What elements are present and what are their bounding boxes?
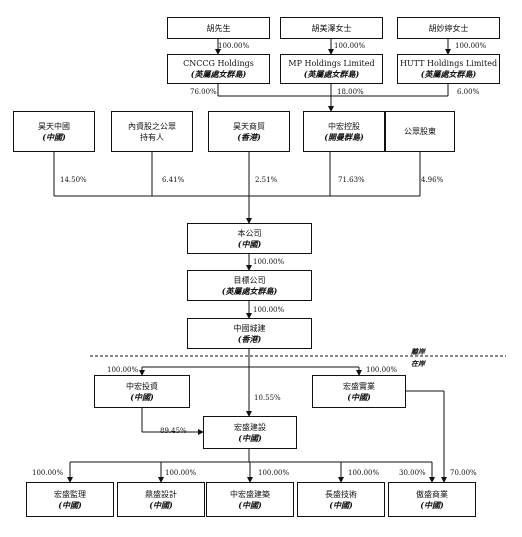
entity-name: 中宏控股 <box>328 121 360 131</box>
entity-box-haotian-trade: 昊天商貿(香港) <box>208 111 290 152</box>
entity-box-hs-supervision: 宏盛監理(中國) <box>26 482 114 517</box>
onshore-tag: 在岸 <box>411 359 425 368</box>
entity-box-haotian-cn: 昊天中國(中國) <box>13 111 95 152</box>
entity-jurisdiction: (中國) <box>237 238 262 249</box>
entity-box-hutt: HUTT Holdings Limited(英屬處女群島) <box>397 54 500 84</box>
entity-name: 內資股之公眾 <box>128 121 176 131</box>
entity-name: 公眾股東 <box>404 127 436 136</box>
pct-target-city: 100.00% <box>253 306 285 314</box>
entity-jurisdiction: (英屬處女群島) <box>190 69 247 79</box>
entity-name: 長盛技術 <box>325 489 357 499</box>
entity-name: 宏盛實業 <box>343 381 375 391</box>
entity-jurisdiction: (中國) <box>329 499 353 510</box>
entity-name: 中國城建 <box>233 323 266 333</box>
entity-name: 胡妙婷女士 <box>428 23 469 33</box>
entity-box-public: 公眾股東 <box>385 111 455 152</box>
pct-hscons-jsc: 30.00% <box>399 469 426 477</box>
entity-box-zhonghong: 中宏控股(開曼群島) <box>303 111 385 152</box>
offshore-tag: 離岸 <box>411 347 425 356</box>
pct-haotian-trade: 2.51% <box>255 176 278 184</box>
entity-name: 昊天商貿 <box>233 121 265 131</box>
entity-name: 宏盛建設 <box>234 422 266 432</box>
entity-box-ds-design: 鼎盛設計(中國) <box>117 482 205 517</box>
entity-box-hs-construction: 宏盛建設(中國) <box>203 416 297 449</box>
pct-city-zhinvest: 100.00% <box>107 366 139 374</box>
pct-cnccg-zh: 76.00% <box>190 88 217 96</box>
entity-name: 胡先生 <box>206 23 231 33</box>
pct-sub-supervision: 100.00% <box>32 469 64 477</box>
entity-jurisdiction: (開曼群島) <box>324 131 364 142</box>
pct-city-hsind: 100.00% <box>366 366 398 374</box>
pct-meize-mp: 100.00% <box>334 42 366 50</box>
entity-name: 昊天中國 <box>38 121 70 131</box>
pct-company-target: 100.00% <box>253 258 285 266</box>
entity-box-company: 本公司(中國) <box>187 223 312 254</box>
entity-name: 中宏盛建築 <box>230 489 270 499</box>
entity-box-zh-invest: 中宏投資(中國) <box>94 375 190 408</box>
entity-jurisdiction: (中國) <box>149 499 173 510</box>
entity-name: 目標公司 <box>233 275 266 285</box>
entity-jurisdiction: (中國) <box>42 131 66 142</box>
entity-box-hs-industry: 宏盛實業(中國) <box>312 375 406 408</box>
entity-name: 鼎盛設計 <box>145 489 177 499</box>
pct-sub-arch: 100.00% <box>258 469 290 477</box>
entity-jurisdiction: (英屬處女群島) <box>420 69 477 79</box>
entity-box-domestic: 內資股之公眾持有人 <box>111 111 193 152</box>
entity-name: MP Holdings Limited <box>288 59 375 68</box>
entity-box-mp: MP Holdings Limited(英屬處女群島) <box>280 54 383 84</box>
entity-name: CNCCG Holdings <box>183 59 254 68</box>
entity-name: 持有人 <box>140 132 164 142</box>
pct-domestic: 6.41% <box>162 176 185 184</box>
entity-name: 中宏投資 <box>126 381 158 391</box>
entity-name: 傲盛商業 <box>416 489 448 499</box>
entity-box-hu-xiansheng: 胡先生 <box>167 17 270 39</box>
pct-haotian-cn: 14.50% <box>60 176 87 184</box>
entity-box-hu-miaoting: 胡妙婷女士 <box>397 17 500 39</box>
entity-jurisdiction: (中國) <box>238 432 262 443</box>
pct-hu-cnccg: 100.00% <box>218 42 250 50</box>
pct-hsind-jsc: 70.00% <box>450 469 477 477</box>
pct-zhinvest-hscons: 89.45% <box>160 427 187 435</box>
pct-public: 4.96% <box>421 176 444 184</box>
entity-box-hu-meize: 胡美澤女士 <box>280 17 383 39</box>
pct-zhonghong: 71.63% <box>338 176 365 184</box>
entity-box-jsc-commerce: 傲盛商業(中國) <box>388 482 476 517</box>
entity-jurisdiction: (英屬處女群島) <box>303 69 360 79</box>
pct-sub-design: 100.00% <box>165 469 197 477</box>
entity-jurisdiction: (中國) <box>58 499 82 510</box>
pct-sub-tech: 100.00% <box>348 469 380 477</box>
entity-jurisdiction: (中國) <box>238 499 262 510</box>
entity-jurisdiction: (英屬處女群島) <box>221 285 278 296</box>
entity-box-zh-hs-arch: 中宏盛建築(中國) <box>206 482 294 517</box>
entity-jurisdiction: (香港) <box>237 333 262 344</box>
entity-box-target: 目標公司(英屬處女群島) <box>187 270 312 301</box>
pct-city-hscons: 10.55% <box>254 394 281 402</box>
entity-jurisdiction: (中國) <box>420 499 444 510</box>
entity-box-cs-tech: 長盛技術(中國) <box>297 482 385 517</box>
entity-name: HUTT Holdings Limited <box>399 59 498 68</box>
entity-jurisdiction: (香港) <box>237 131 261 142</box>
entity-box-cnccg: CNCCG Holdings(英屬處女群島) <box>167 54 270 84</box>
entity-jurisdiction: (中國) <box>347 391 371 402</box>
entity-name: 胡美澤女士 <box>311 23 352 33</box>
pct-mp-zh: 18.00% <box>337 88 364 96</box>
pct-miaoting-hutt: 100.00% <box>455 42 487 50</box>
entity-name: 宏盛監理 <box>54 489 86 499</box>
entity-jurisdiction: (中國) <box>130 391 154 402</box>
entity-name: 本公司 <box>237 228 262 238</box>
pct-hutt-zh: 6.00% <box>457 88 480 96</box>
entity-box-china-city: 中國城建(香港) <box>187 318 312 349</box>
